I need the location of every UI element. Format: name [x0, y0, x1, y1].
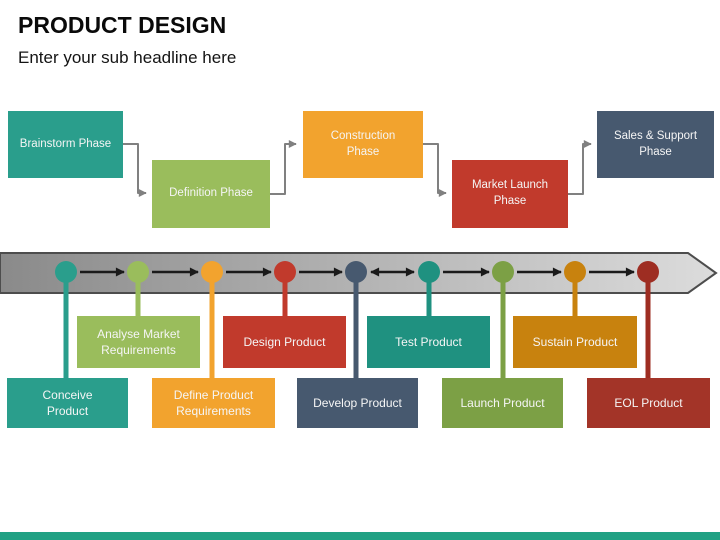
timeline-dot-6: [418, 261, 440, 283]
step-box-design-product: Design Product: [223, 316, 346, 368]
timeline-dot-4: [274, 261, 296, 283]
phase-connector-1: [123, 143, 147, 197]
step-box-sustain-product: Sustain Product: [513, 316, 637, 368]
footer-accent-bar: [0, 532, 720, 540]
timeline-dot-8: [564, 261, 586, 283]
step-box-define-requirements: Define Product Requirements: [152, 378, 275, 428]
phase-box-construction: Construction Phase: [303, 111, 423, 178]
timeline-dot-3: [201, 261, 223, 283]
timeline-dot-7: [492, 261, 514, 283]
timeline-dot-2: [127, 261, 149, 283]
page-subtitle: Enter your sub headline here: [18, 48, 237, 67]
timeline-dot-5: [345, 261, 367, 283]
step-box-conceive-product: Conceive Product: [7, 378, 128, 428]
phase-box-sales-support: Sales & Support Phase: [597, 111, 714, 178]
phase-connector-3: [423, 143, 447, 197]
step-box-develop-product: Develop Product: [297, 378, 418, 428]
phase-box-brainstorm: Brainstorm Phase: [8, 111, 123, 178]
phase-connector-4: [568, 140, 592, 195]
timeline-dot-9: [637, 261, 659, 283]
step-box-analyse-market: Analyse Market Requirements: [77, 316, 200, 368]
phase-box-definition: Definition Phase: [152, 160, 270, 228]
step-box-launch-product: Launch Product: [442, 378, 563, 428]
step-box-test-product: Test Product: [367, 316, 490, 368]
phase-box-market-launch: Market Launch Phase: [452, 160, 568, 228]
page-title: PRODUCT DESIGN: [18, 12, 227, 38]
step-box-eol-product: EOL Product: [587, 378, 710, 428]
phase-connector-2: [270, 140, 297, 195]
timeline-dot-1: [55, 261, 77, 283]
